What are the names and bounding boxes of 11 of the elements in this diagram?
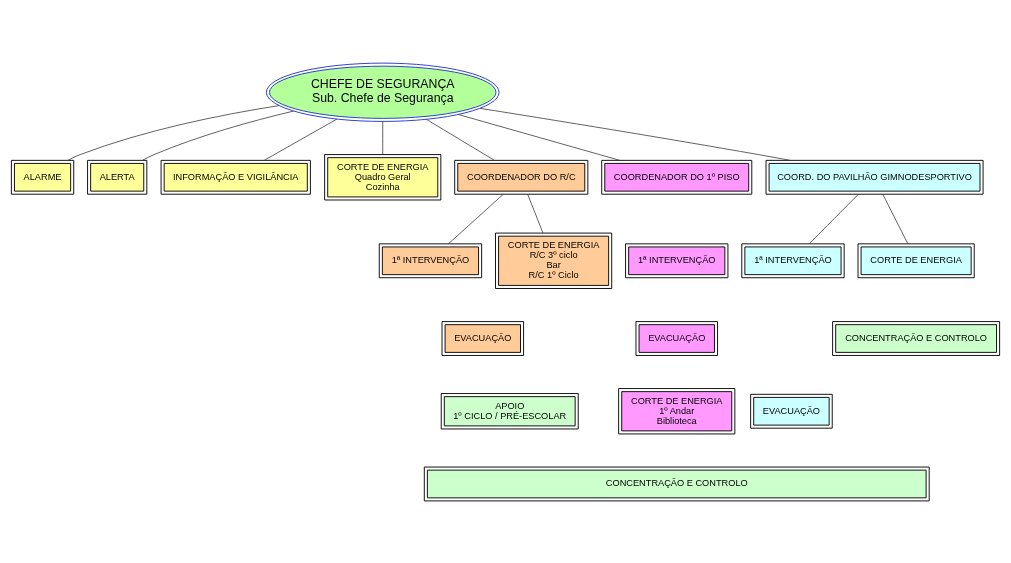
connector: [479, 107, 791, 161]
connector: [382, 120, 384, 155]
connector: [142, 110, 294, 161]
connector: [808, 193, 859, 244]
connector: [527, 193, 544, 233]
connector: [263, 118, 338, 161]
connector: [426, 118, 495, 161]
connector: [882, 193, 909, 244]
connector: [67, 104, 280, 161]
connector: [448, 193, 504, 244]
connector: [458, 113, 620, 161]
